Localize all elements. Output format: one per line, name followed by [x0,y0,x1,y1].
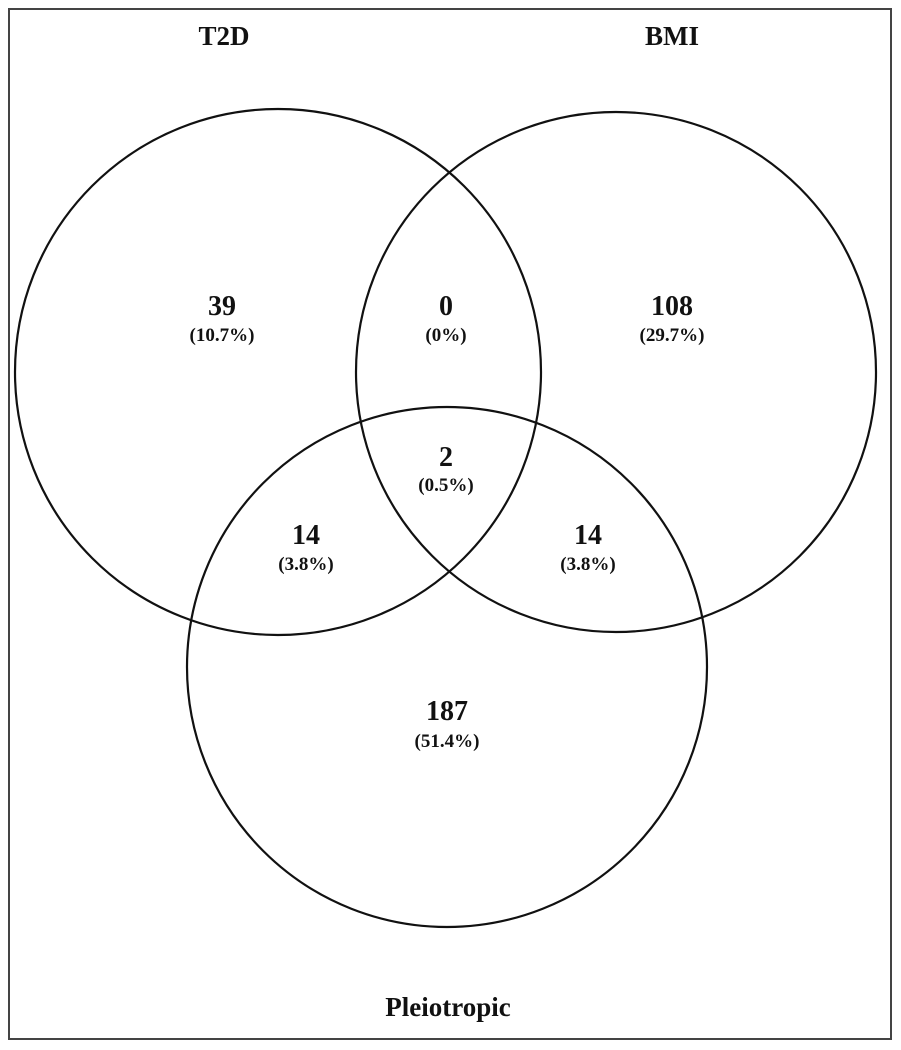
bmi-only-count: 108 [651,291,693,322]
t2d-pleiotropic-percent: (3.8%) [278,554,333,575]
bmi-pleiotropic-percent: (3.8%) [560,554,615,575]
diagram-frame [8,8,892,1040]
t2d-bmi-percent: (0%) [425,325,466,346]
all-three-count: 2 [439,442,453,473]
bmi-circle [354,110,878,634]
t2d-circle [13,107,543,637]
t2d-only-count: 39 [208,291,236,322]
all-three-percent: (0.5%) [418,475,473,496]
t2d-only-percent: (10.7%) [190,325,255,346]
pleiotropic-label: Pleiotropic [385,992,510,1022]
bmi-only-percent: (29.7%) [640,325,705,346]
pleiotropic-circle [185,405,709,929]
t2d-bmi-count: 0 [439,291,453,322]
pleiotropic-only-count: 187 [426,696,468,727]
bmi-label: BMI [645,21,699,51]
bmi-pleiotropic-count: 14 [574,520,602,551]
t2d-label: T2D [198,21,249,51]
t2d-pleiotropic-count: 14 [292,520,320,551]
pleiotropic-only-percent: (51.4%) [415,731,480,752]
